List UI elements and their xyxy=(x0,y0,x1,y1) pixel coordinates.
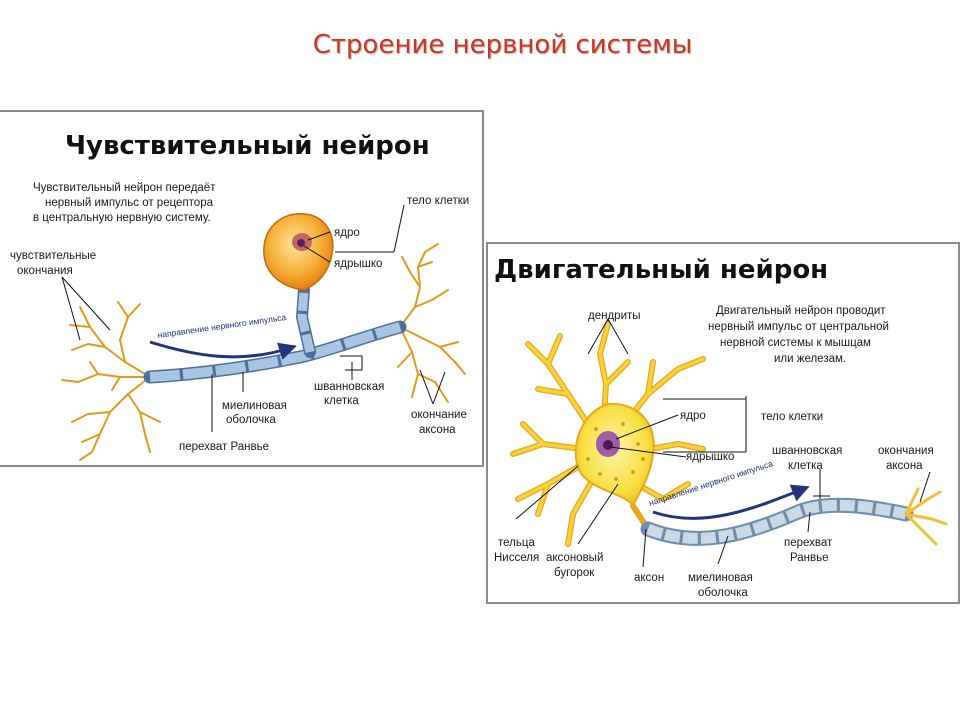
motor-label-ranvier-2: Ранвье xyxy=(790,552,829,564)
motor-description-line-3: нервной системы к мышцам xyxy=(720,337,871,349)
sensory-description-line-1: Чувствительный нейрон передаёт xyxy=(33,182,216,194)
motor-heading: Двигательный нейрон xyxy=(494,255,828,285)
sensory-label-myelin-1: миелиновая xyxy=(222,400,287,412)
sensory-axon xyxy=(143,284,407,384)
motor-description-line-1: Двигательный нейрон проводит xyxy=(716,305,886,317)
motor-leader-lines xyxy=(515,318,931,568)
motor-label-cell-body: тело клетки xyxy=(761,411,823,423)
sensory-label-myelin-2: оболочка xyxy=(226,414,276,426)
motor-label-myelin-1: миелиновая xyxy=(688,572,753,584)
sensory-label-schwann-2: клетка xyxy=(324,395,359,407)
sensory-nucleolus xyxy=(297,239,305,247)
motor-nissl-bodies xyxy=(586,422,645,481)
sensory-endings-branches xyxy=(61,301,161,461)
sensory-label-axon-ending-2: аксона xyxy=(419,424,456,436)
motor-label-myelin-2: оболочка xyxy=(698,587,748,599)
motor-label-schwann-2: клетка xyxy=(788,460,823,472)
sensory-label-schwann-1: шванновская xyxy=(314,381,384,393)
motor-description-line-2: нервный импульс от центральной xyxy=(708,321,889,333)
sensory-neuron-diagram: Чувствительный нейрон Чувствительный ней… xyxy=(10,131,469,461)
sensory-description-line-3: в центральную нервную систему. xyxy=(33,212,211,224)
motor-neuron-diagram: Двигательный нейрон Двигательный нейрон … xyxy=(494,255,948,599)
motor-label-axon-endings-1: окончания xyxy=(878,445,934,457)
sensory-axon-ending-branches xyxy=(397,243,466,403)
motor-label-nissl-1: тельца xyxy=(498,537,535,549)
motor-label-axon-endings-2: аксона xyxy=(886,460,923,472)
sensory-cell-body xyxy=(263,213,334,291)
sensory-neuron-panel: Чувствительный нейрон Чувствительный ней… xyxy=(0,110,484,467)
motor-label-hillock-2: бугорок xyxy=(554,567,595,579)
sensory-label-nucleolus: ядрышко xyxy=(334,258,382,270)
sensory-heading: Чувствительный нейрон xyxy=(65,131,430,161)
motor-axon xyxy=(630,497,914,546)
sensory-impulse-arrow: направление нервного импульса xyxy=(149,312,297,360)
sensory-leader-lines xyxy=(61,204,446,432)
sensory-label-endings-2: окончания xyxy=(17,265,73,277)
motor-label-ranvier-1: перехват xyxy=(784,537,833,549)
motor-nucleolus xyxy=(603,440,613,450)
motor-dendrites-inner xyxy=(511,322,705,546)
sensory-label-endings-1: чувствительные xyxy=(10,250,96,262)
motor-label-schwann-1: шванновская xyxy=(772,445,842,457)
motor-label-axon: аксон xyxy=(634,572,664,584)
motor-label-nissl-2: Нисселя xyxy=(494,552,539,564)
sensory-impulse-label: направление нервного импульса xyxy=(157,312,287,340)
sensory-description-line-2: нервный импульс от рецептора xyxy=(45,197,214,209)
sensory-label-axon-ending-1: окончание xyxy=(411,409,467,421)
motor-label-nucleolus: ядрышко xyxy=(686,451,734,463)
motor-label-hillock-1: аксоновый xyxy=(546,552,603,564)
motor-neuron-panel: Двигательный нейрон Двигательный нейрон … xyxy=(486,242,960,604)
motor-label-dendrites: дендриты xyxy=(588,310,641,322)
motor-description-line-4: или железам. xyxy=(774,353,846,365)
sensory-label-ranvier: перехват Ранвье xyxy=(179,441,269,453)
slide-title: Строение нервной системы xyxy=(312,30,693,60)
motor-impulse-arrow: направление нервного импульса xyxy=(648,458,810,520)
motor-label-nucleus: ядро xyxy=(680,410,706,422)
sensory-label-nucleus: ядро xyxy=(334,227,360,239)
motor-impulse-label: направление нервного импульса xyxy=(648,458,775,508)
sensory-label-cell-body: тело клетки xyxy=(407,195,469,207)
motor-axon-endings xyxy=(904,487,948,546)
